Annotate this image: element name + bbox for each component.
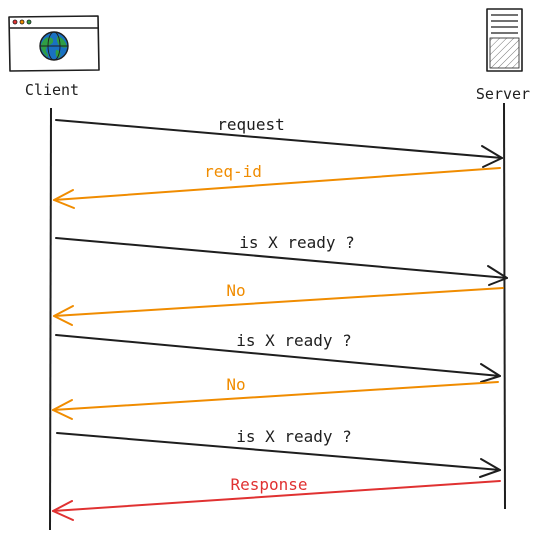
- message-arrow: Response: [52, 475, 501, 521]
- message-label: No: [226, 375, 245, 394]
- message-label: No: [226, 281, 245, 300]
- message-arrow: No: [53, 281, 504, 326]
- client-label: Client: [25, 81, 79, 99]
- server-lifeline: [503, 102, 506, 510]
- message-arrow: is X ready ?: [56, 427, 501, 478]
- message-label: is X ready ?: [236, 427, 352, 446]
- browser-window-globe-icon: [8, 15, 100, 72]
- message-arrow: is X ready ?: [55, 233, 508, 286]
- message-label: req-id: [204, 162, 262, 181]
- message-label: is X ready ?: [236, 331, 352, 350]
- message-arrow: is X ready ?: [55, 331, 501, 383]
- server-label: Server: [476, 85, 530, 103]
- message-arrow: request: [55, 115, 503, 168]
- message-label: request: [217, 115, 284, 134]
- message-arrow: req-id: [53, 162, 501, 209]
- message-arrow: No: [52, 375, 499, 420]
- client-lifeline: [49, 107, 52, 531]
- server-tower-icon: [486, 8, 523, 72]
- message-label: is X ready ?: [239, 233, 355, 252]
- message-label: Response: [230, 475, 307, 494]
